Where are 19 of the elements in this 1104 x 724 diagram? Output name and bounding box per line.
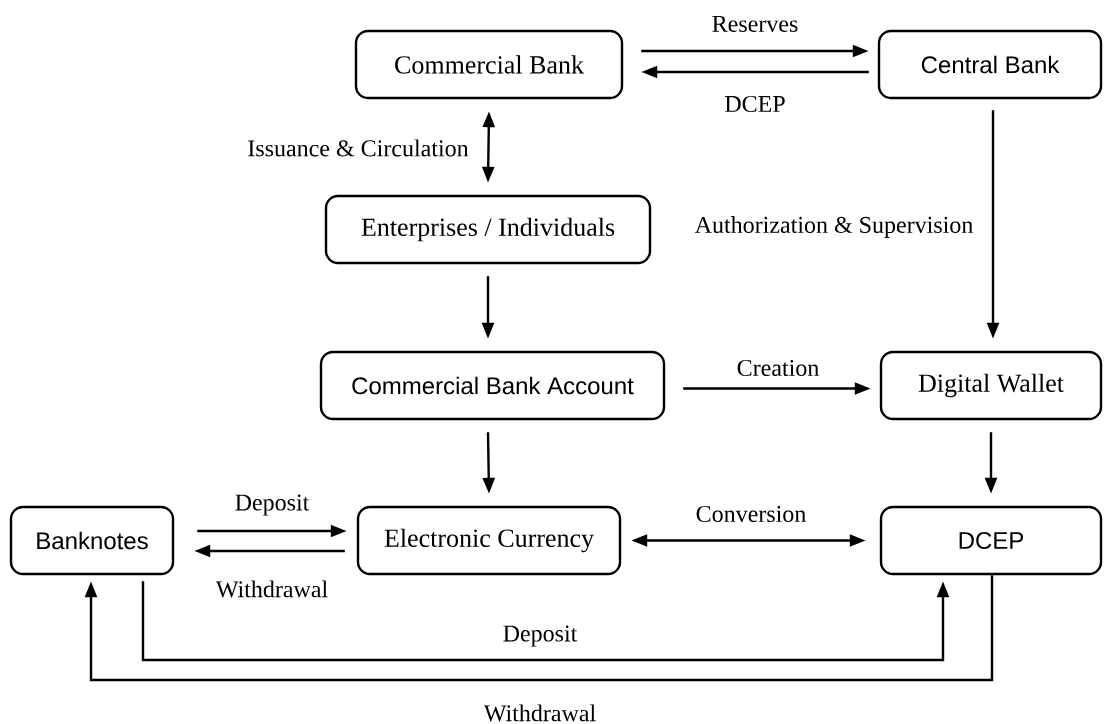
- process-box: Enterprises / Individuals: [324, 194, 652, 265]
- edge-label: Creation: [734, 357, 822, 379]
- edge-label: Withdrawal: [213, 578, 331, 600]
- edge-label: Withdrawal: [481, 702, 599, 724]
- process-box: DCEP: [879, 505, 1103, 576]
- process-box: Commercial Bank Account: [319, 350, 666, 421]
- edge-label: DCEP: [722, 93, 788, 115]
- edge-label: Issuance & Circulation: [245, 137, 471, 159]
- process-box: Electronic Currency: [356, 505, 622, 576]
- arrow: [84, 575, 994, 682]
- edge-label: Authorization & Supervision: [692, 214, 976, 240]
- process-box: Banknotes: [9, 505, 175, 576]
- edge-label: Deposit: [500, 623, 580, 649]
- edge-label: Reserves: [709, 14, 801, 34]
- edge-label: Conversion: [693, 503, 809, 525]
- process-box: Digital Wallet: [879, 350, 1103, 421]
- process-box: Central Bank: [877, 29, 1103, 100]
- process-box: Commercial Bank: [354, 29, 624, 100]
- edge-label: Deposit: [232, 492, 312, 518]
